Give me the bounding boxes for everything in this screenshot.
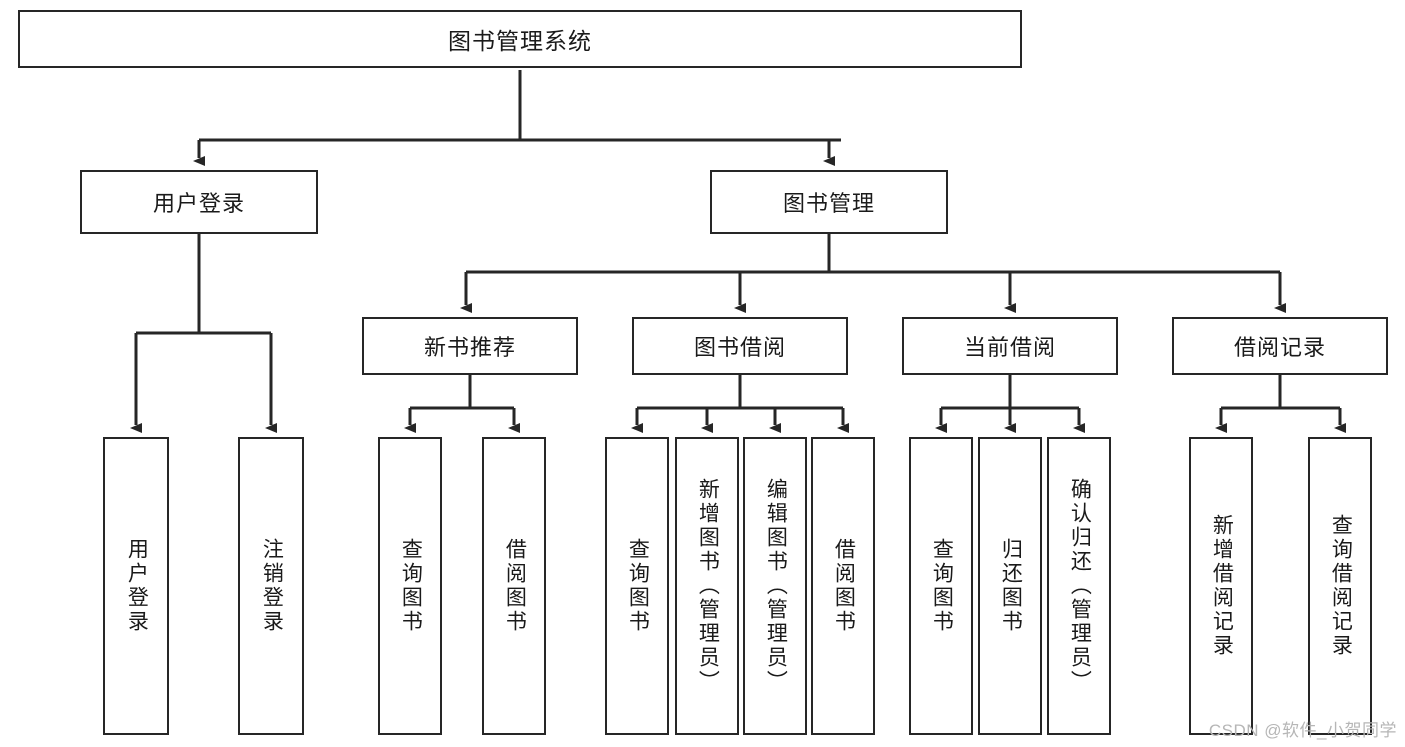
leaf-current-borrow-return[interactable]: 归还图书 xyxy=(978,437,1042,735)
leaf-label: 确认归还（管理员） xyxy=(1068,478,1092,694)
leaf-user-login-logout[interactable]: 注销登录 xyxy=(238,437,304,735)
leaf-label: 查询图书 xyxy=(399,538,423,634)
node-current-borrow[interactable]: 当前借阅 xyxy=(902,317,1118,375)
leaf-label: 查询图书 xyxy=(930,538,954,634)
leaf-current-borrow-confirm[interactable]: 确认归还（管理员） xyxy=(1047,437,1111,735)
node-book-borrow[interactable]: 图书借阅 xyxy=(632,317,848,375)
leaf-label: 用户登录 xyxy=(125,538,149,634)
leaf-current-borrow-query[interactable]: 查询图书 xyxy=(909,437,973,735)
leaf-new-book-query[interactable]: 查询图书 xyxy=(378,437,442,735)
leaf-user-login-login[interactable]: 用户登录 xyxy=(103,437,169,735)
leaf-book-borrow-edit[interactable]: 编辑图书（管理员） xyxy=(743,437,807,735)
node-user-login[interactable]: 用户登录 xyxy=(80,170,318,234)
node-book-management[interactable]: 图书管理 xyxy=(710,170,948,234)
watermark-text: CSDN @软件_小贺同学 xyxy=(1208,721,1397,740)
leaf-label: 注销登录 xyxy=(260,538,284,634)
leaf-label: 编辑图书（管理员） xyxy=(764,478,788,694)
leaf-borrow-record-query[interactable]: 查询借阅记录 xyxy=(1308,437,1372,735)
node-root[interactable]: 图书管理系统 xyxy=(18,10,1022,68)
leaf-label: 归还图书 xyxy=(999,538,1023,634)
node-borrow-record[interactable]: 借阅记录 xyxy=(1172,317,1388,375)
leaf-label: 查询借阅记录 xyxy=(1329,514,1353,658)
leaf-label: 新增图书（管理员） xyxy=(696,478,720,694)
leaf-label: 查询图书 xyxy=(626,538,650,634)
leaf-new-book-borrow[interactable]: 借阅图书 xyxy=(482,437,546,735)
leaf-book-borrow-borrow[interactable]: 借阅图书 xyxy=(811,437,875,735)
leaf-label: 借阅图书 xyxy=(503,538,527,634)
leaf-book-borrow-add[interactable]: 新增图书（管理员） xyxy=(675,437,739,735)
leaf-label: 借阅图书 xyxy=(832,538,856,634)
leaf-label: 新增借阅记录 xyxy=(1210,514,1234,658)
leaf-borrow-record-add[interactable]: 新增借阅记录 xyxy=(1189,437,1253,735)
leaf-book-borrow-query[interactable]: 查询图书 xyxy=(605,437,669,735)
node-new-book-recommend[interactable]: 新书推荐 xyxy=(362,317,578,375)
